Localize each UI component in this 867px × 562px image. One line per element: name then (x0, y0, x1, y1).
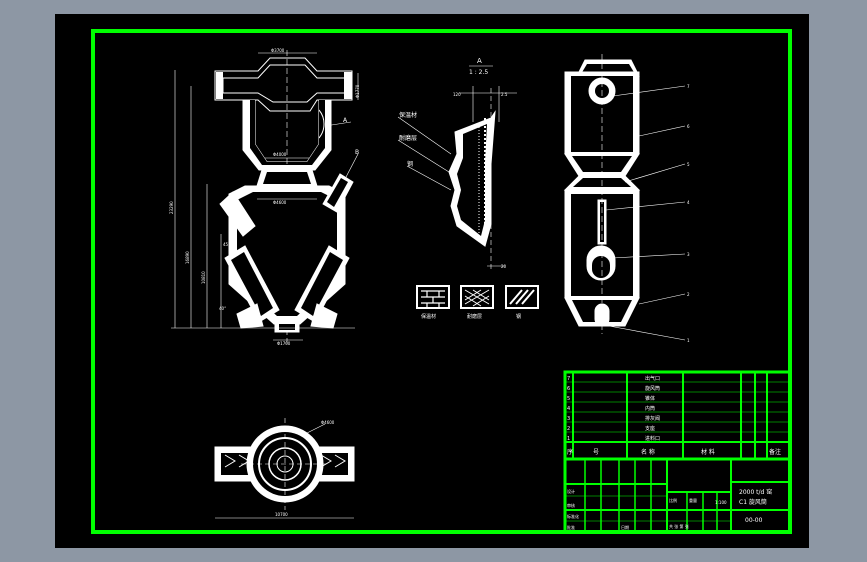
plan-bottom-dim: 10700 (275, 512, 288, 517)
label-sheet: 共 张 第 张 (669, 523, 689, 529)
label-approve: 批准 (567, 524, 575, 530)
label-checker: 审核 (567, 502, 575, 508)
dim-right-height: Φ1770 (355, 84, 360, 98)
legend-label-steel: 钢 (516, 313, 521, 320)
dim-lower-width: Φ4600 (273, 200, 287, 205)
part-number-6: 6 (687, 124, 690, 129)
part-number-4: 4 (687, 200, 690, 205)
legend-label-insulation: 保温材 (421, 313, 436, 320)
subtitle-text: C1 旋风筒 (739, 498, 767, 506)
part-ref-b: B (355, 149, 359, 156)
dim-mid-width: Φ4000 (273, 152, 287, 157)
bottom-left-leg (236, 303, 264, 329)
header-name: 名 称 (641, 448, 655, 456)
dim-lower-height: 16890 (185, 251, 190, 264)
parts-row-2-no: 6 (567, 386, 570, 392)
parts-row-4-name: 内筒 (645, 405, 655, 412)
parts-row-4-no: 4 (567, 406, 570, 412)
label-designer: 设计 (567, 488, 575, 494)
layer-label-3: 钢 (407, 160, 413, 168)
part-number-5: 5 (687, 162, 690, 167)
drawing-number: 00-00 (745, 517, 763, 524)
header-remark: 备注 (769, 448, 781, 456)
legend-label-wear-layer: 耐磨层 (467, 313, 482, 320)
drawing-sheet: Φ3700 Φ1770 Φ4000 Φ4600 Φ1700 23290 1689… (55, 14, 809, 548)
frame-border (91, 29, 792, 534)
scale-value: 1:100 (715, 500, 727, 505)
parts-row-6-no: 2 (567, 426, 570, 432)
plan-callout: Φ4600 (321, 420, 335, 425)
plan-view (214, 418, 355, 519)
detail-view-a (397, 86, 517, 270)
layer-label-1: 保温材 (399, 111, 417, 119)
title-block (563, 370, 792, 534)
parts-row-6-name: 支座 (645, 425, 655, 432)
legend-swatch-insulation (416, 285, 450, 309)
detail-ref-a: A (343, 117, 348, 124)
legend-swatch-steel (505, 285, 539, 309)
part-number-2: 2 (687, 292, 690, 297)
legend-swatch-wear-layer (460, 285, 494, 309)
detail-callout-right: 2.5 (501, 92, 508, 97)
parts-row-5-name: 排灰阀 (645, 415, 660, 422)
header-seq: 序 (567, 448, 573, 456)
side-view (563, 54, 686, 341)
dim-angle: 45 (223, 242, 229, 247)
dim-cone-height: 10810 (201, 271, 206, 284)
dim-top-width: Φ3700 (271, 48, 285, 53)
bottom-right-leg (310, 303, 338, 329)
parts-row-2-name: 旋风筒 (645, 385, 660, 392)
label-standard: 标准化 (567, 513, 579, 519)
detail-bottom-dim: 20 (501, 264, 507, 269)
detail-scale: 1 : 2.5 (469, 69, 488, 76)
inlet-duct-left (219, 191, 256, 237)
parts-row-3-name: 锥体 (645, 395, 655, 402)
part-number-3: 3 (687, 252, 690, 257)
parts-row-7-name: 进料口 (645, 435, 660, 442)
dim-total-height: 23290 (169, 201, 174, 214)
dim-bottom-width: Φ1700 (277, 341, 291, 346)
detail-label: A (477, 57, 482, 65)
header-code: 号 (593, 449, 599, 456)
legend (416, 285, 539, 309)
parts-row-5-no: 3 (567, 416, 570, 422)
parts-row-3-no: 5 (567, 396, 570, 402)
header-material: 材 料 (701, 448, 715, 456)
dim-angle2: 40° (219, 306, 226, 311)
parts-row-7-no: 1 (567, 436, 570, 442)
label-weight: 重量 (689, 497, 697, 503)
layer-label-2: 耐磨层 (399, 134, 417, 142)
outlet-duct (214, 57, 353, 112)
elevation-view (171, 50, 359, 344)
parts-row-1-name: 出气口 (645, 375, 660, 382)
label-date: 日期 (621, 524, 629, 530)
title-text: 2000 t/d 窑 (739, 488, 772, 496)
label-scale: 比例 (669, 497, 677, 503)
detail-callout-left: 120 (453, 92, 461, 97)
part-number-7: 7 (687, 84, 690, 89)
cad-drawing: Φ3700 Φ1770 Φ4000 Φ4600 Φ1700 23290 1689… (91, 29, 792, 534)
parts-row-1-no: 7 (567, 376, 570, 382)
part-number-1: 1 (687, 338, 690, 343)
